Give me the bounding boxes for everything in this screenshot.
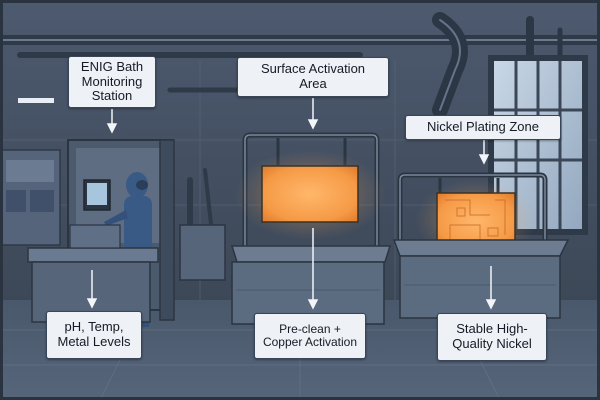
circuit-traces [445,199,506,240]
arrow-activation-down-head [307,119,319,130]
activation-panel [261,165,359,223]
activation-label-line1: Surface Activation [260,61,366,77]
activation-label-line2: Area [299,76,327,91]
plating-result-line1: Stable High- [456,321,528,337]
left-equipment [0,149,61,246]
enig-label-line3: Station [91,88,133,104]
pointer-arrows [86,98,497,310]
surface-activation-area-label: Surface Activation Area [237,57,389,97]
monitor-result-label: pH, Temp, Metal Levels [46,311,142,359]
activation-result-label: Pre-clean + Copper Activation [254,313,366,359]
arrow-monitor-down-head [106,123,118,134]
nickel-label-line1: Nickel Plating Zone [427,119,539,135]
enig-label-line1: ENIG Bath [80,59,144,75]
arrow-activation-result-head [307,299,319,310]
activation-frame [242,132,380,260]
plating-result-line2: Quality Nickel [452,336,532,351]
arrow-monitor-result-head [86,298,98,309]
monitor-screen [83,179,111,211]
activation-result-line1: Pre-clean + [279,321,341,336]
ceiling-light [18,98,54,103]
enig-label-line2: Monitoring [81,73,143,89]
nickel-tank [392,239,570,319]
enig-monitoring-station-label: ENIG Bath Monitoring Station [68,56,156,108]
plating-result-label: Stable High- Quality Nickel [437,313,547,361]
monitor-result-line1: pH, Temp, [64,319,124,335]
activation-result-line2: Copper Activation [262,335,358,349]
arrow-nickel-result-head [485,299,497,310]
monitor-result-line2: Metal Levels [57,334,131,349]
arrow-nickel-down-head [478,154,490,165]
nickel-plating-zone-label: Nickel Plating Zone [405,115,561,140]
